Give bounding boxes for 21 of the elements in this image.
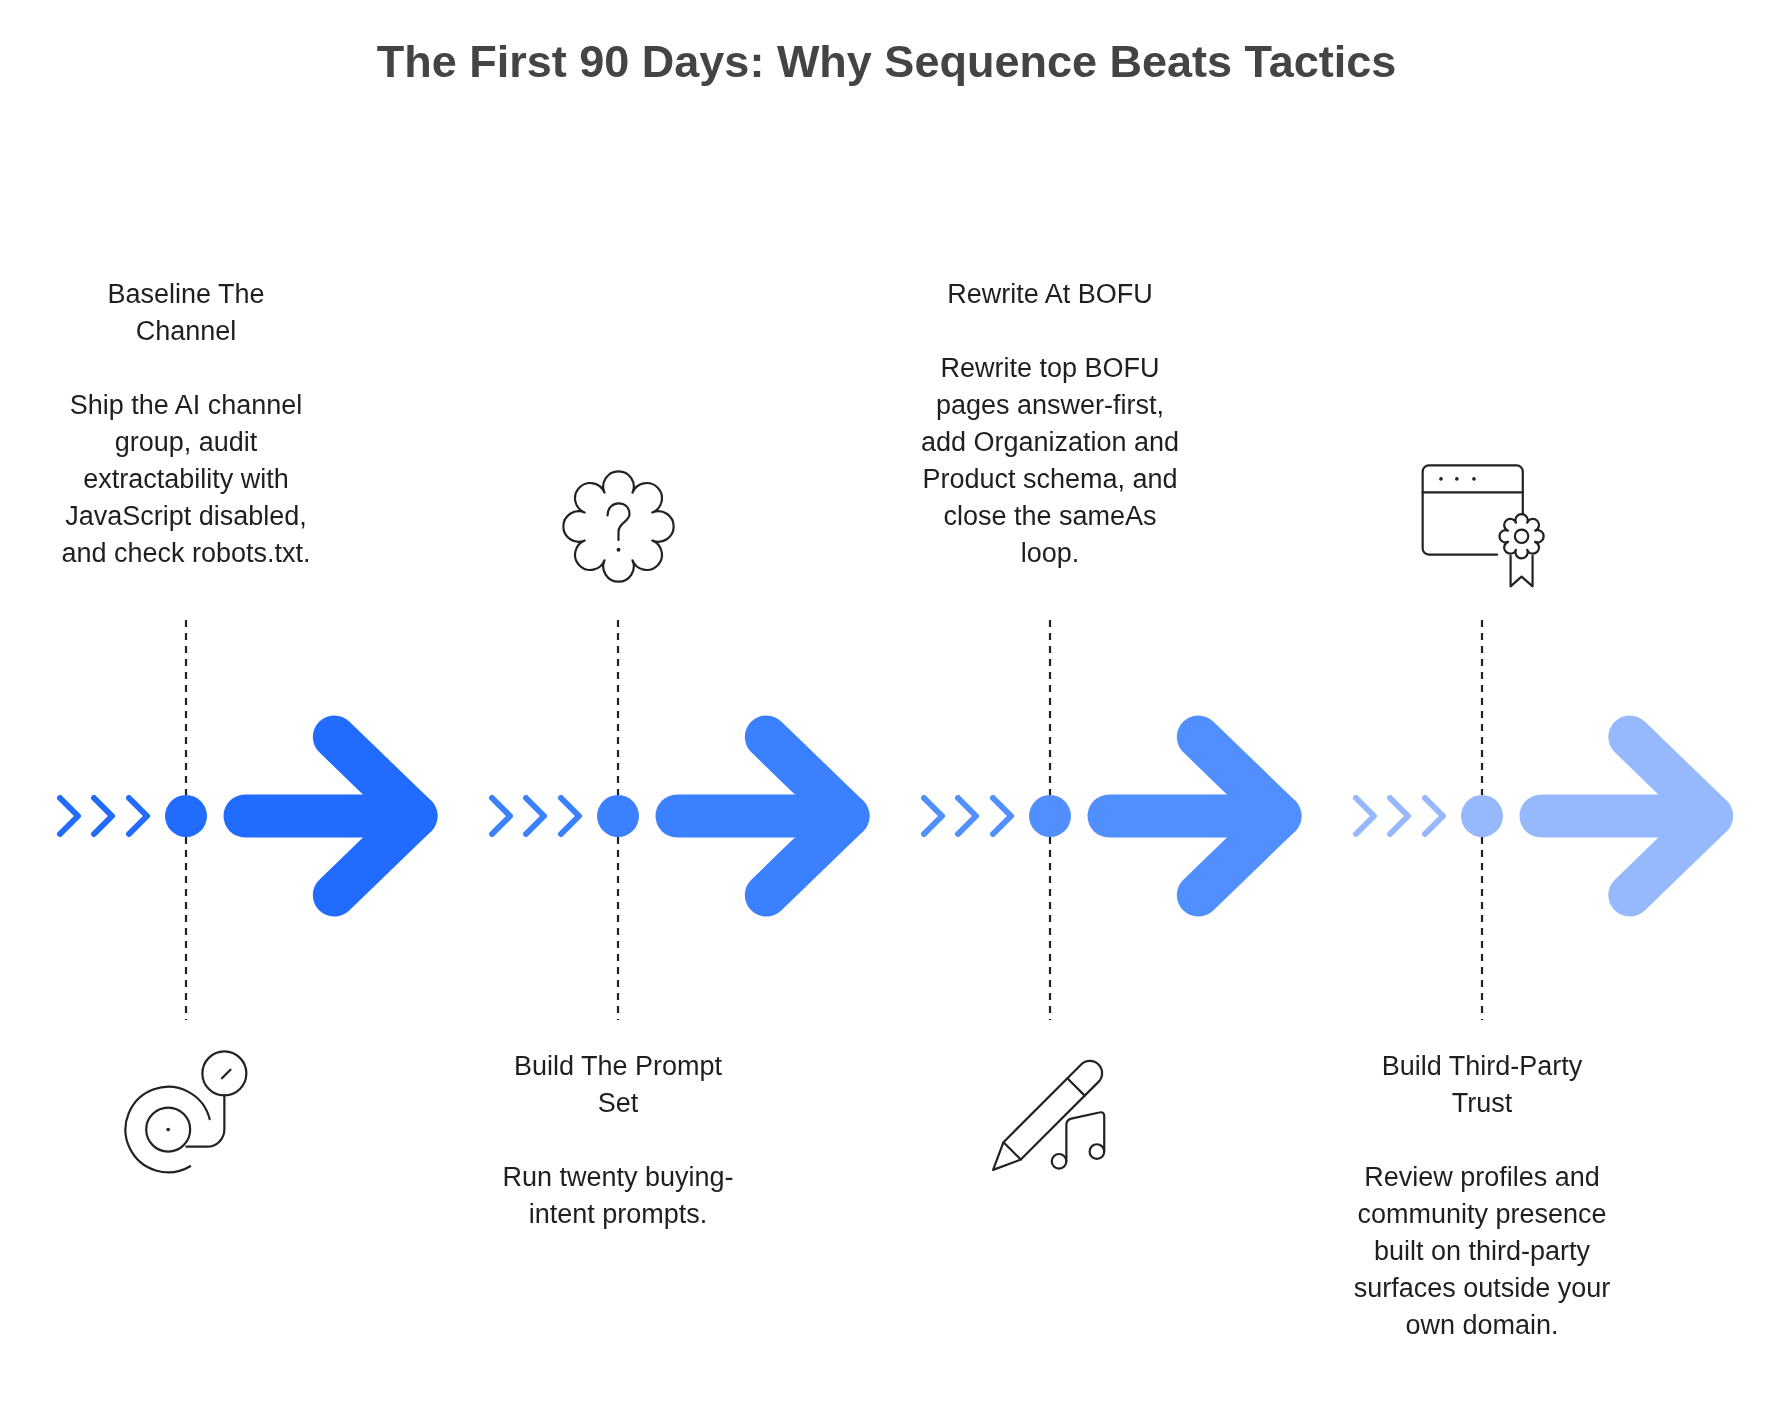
step-heading: Build Third-Party Trust: [1380, 1050, 1584, 1120]
step-description: Ship the AI channel group, audit extractability with JavaScript disabled, and check robots.txt.: [60, 389, 312, 570]
dashed-line: [1480, 837, 1484, 1020]
arrow: [1519, 715, 1733, 917]
arrow: [223, 715, 438, 917]
step-heading: Rewrite At BOFU: [946, 278, 1154, 311]
diagram-title: The First 90 Days: Why Sequence Beats Tactics: [375, 35, 1398, 89]
dashed-line: [1480, 620, 1484, 795]
step-description: Rewrite top BOFU pages answer-first, add Organization and Product schema, and close the sameAs loop.: [919, 352, 1181, 570]
dashed-line: [1048, 620, 1052, 795]
arrow: [655, 715, 870, 917]
step-heading: Baseline The Channel: [106, 278, 266, 348]
dashed-line: [616, 620, 620, 795]
arrow: [1087, 715, 1302, 917]
dashed-line: [616, 837, 620, 1020]
step-description: Review profiles and community presence built on third-party surfaces outside your own domain.: [1352, 1161, 1612, 1342]
dashed-line: [184, 620, 188, 795]
dashed-line: [1048, 837, 1052, 1020]
dashed-line: [184, 837, 188, 1020]
step-description: Run twenty buying-intent prompts.: [501, 1161, 735, 1231]
step-heading: Build The Prompt Set: [512, 1050, 724, 1120]
